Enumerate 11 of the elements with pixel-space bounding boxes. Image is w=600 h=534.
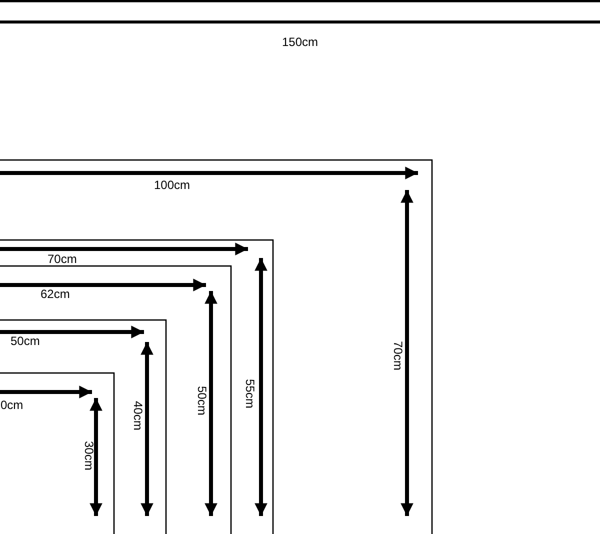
dimension-label: 70cm	[48, 252, 77, 266]
dimension-label: 50cm	[10, 334, 40, 348]
dimension-label: 0cm	[0, 398, 24, 412]
dimension-label: 100cm	[154, 178, 190, 192]
dimension-label: 55cm	[243, 378, 257, 408]
dimension-label: 40cm	[131, 400, 145, 430]
dimension-label: 70cm	[391, 340, 405, 370]
dimension-label: 62cm	[40, 287, 70, 301]
dimension-label: 150cm	[282, 35, 318, 49]
dimension-label: 30cm	[82, 440, 96, 470]
dimension-label: 50cm	[195, 386, 209, 415]
